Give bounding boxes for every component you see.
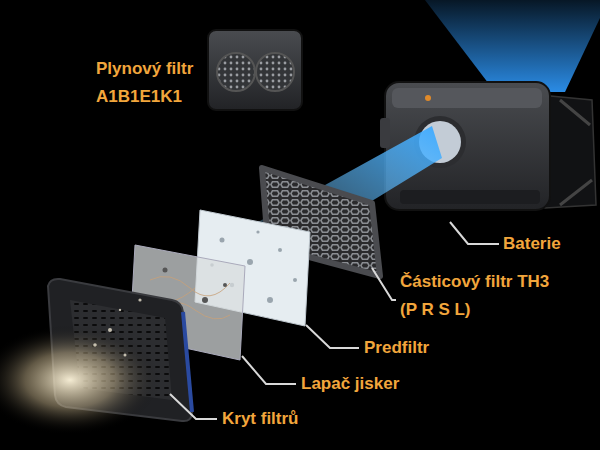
leader-lines (170, 222, 499, 419)
part-label: Predfiltr (364, 334, 429, 362)
part-label: Plynový filtr A1B1E1K1 (96, 55, 221, 111)
part-label: Částicový filtr TH3 (P R S L) (400, 268, 550, 324)
part-label: Kryt filtrů (222, 405, 299, 433)
part-label: Lapač jisker (301, 370, 399, 398)
part-label: Baterie (503, 230, 561, 258)
